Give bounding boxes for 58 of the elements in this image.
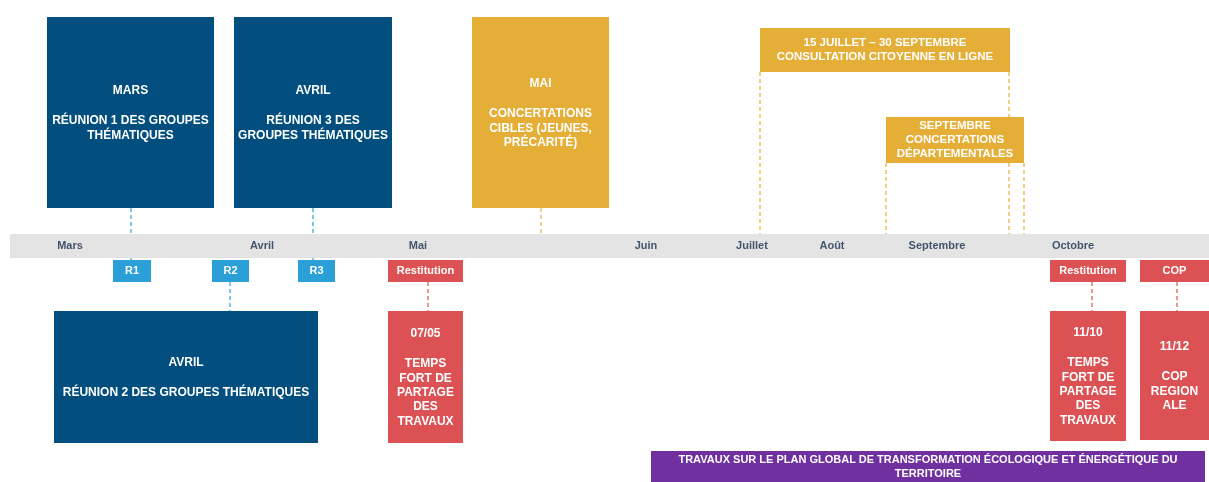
leader-line: [229, 281, 231, 312]
month-label: Mai: [408, 239, 428, 251]
card-text: COP REGION ALE: [1149, 369, 1200, 413]
card-text: CONCERTATIONS DÉPARTEMENTALES: [895, 133, 1015, 161]
leader-line: [759, 71, 761, 235]
card-text: TEMPS FORT DE PARTAGE DES TRAVAUX: [396, 356, 455, 429]
card-text: TEMPS FORT DE PARTAGE DES TRAVAUX: [1058, 355, 1118, 428]
card-heading: 11/12: [1159, 338, 1190, 354]
consultation-card: [472, 17, 609, 208]
card-text: Restitution: [1059, 264, 1117, 278]
card-text: RÉUNION 2 DES GROUPES THÉMATIQUES: [62, 385, 310, 400]
meeting-marker: [298, 260, 335, 282]
month-label: Septembre: [908, 239, 966, 251]
event-marker: [388, 260, 463, 282]
event-card: [388, 311, 463, 443]
month-label: Avril: [250, 239, 274, 251]
event-marker: [1140, 260, 1209, 282]
card-text: R2: [223, 264, 238, 278]
meeting-card: [47, 17, 214, 208]
consultation-card: [760, 28, 1010, 72]
card-text: R3: [309, 264, 324, 278]
timeline-band: [10, 234, 1209, 258]
leader-line: [1091, 281, 1093, 312]
card-heading: 15 JUILLET – 30 SEPTEMBRE: [803, 36, 967, 50]
leader-line: [540, 207, 542, 235]
card-heading: MAI: [529, 75, 552, 91]
work-banner: [651, 451, 1205, 482]
month-label: Juillet: [736, 239, 768, 251]
meeting-card: [234, 17, 392, 208]
consultation-card: [886, 117, 1024, 163]
month-label: Juin: [634, 239, 658, 251]
card-text: RÉUNION 1 DES GROUPES THÉMATIQUES: [51, 113, 210, 143]
leader-line: [1176, 281, 1178, 312]
card-heading: AVRIL: [168, 354, 204, 369]
month-label: Mars: [57, 239, 83, 251]
meeting-marker: [113, 260, 151, 282]
event-card: [1050, 311, 1126, 441]
month-label: Octobre: [1051, 239, 1095, 251]
card-text: TRAVAUX SUR LE PLAN GLOBAL DE TRANSFORMATION ÉCOLOGIQUE ET ÉNERGÉTIQUE DU TERRITOIRE: [677, 453, 1179, 480]
card-text: Restitution: [396, 264, 455, 278]
event-card: [1140, 311, 1209, 440]
leader-line: [1023, 162, 1025, 235]
leader-line: [427, 281, 429, 312]
card-heading: 07/05: [410, 325, 441, 341]
card-heading: MARS: [112, 82, 149, 98]
month-label: Août: [819, 239, 845, 251]
card-text: CONCERTATIONS CIBLES (JEUNES, PRÉCARITÉ): [488, 106, 593, 150]
card-heading: AVRIL: [295, 82, 331, 98]
meeting-card: [54, 311, 318, 443]
meeting-marker: [212, 260, 249, 282]
event-marker: [1050, 260, 1126, 282]
card-text: CONSULTATION CITOYENNE EN LIGNE: [776, 50, 994, 64]
card-text: RÉUNION 3 DES GROUPES THÉMATIQUES: [238, 113, 388, 143]
card-text: COP: [1162, 264, 1187, 278]
card-heading: 11/10: [1073, 324, 1103, 340]
card-heading: SEPTEMBRE: [919, 119, 991, 134]
leader-line: [885, 162, 887, 235]
card-text: R1: [124, 264, 140, 278]
